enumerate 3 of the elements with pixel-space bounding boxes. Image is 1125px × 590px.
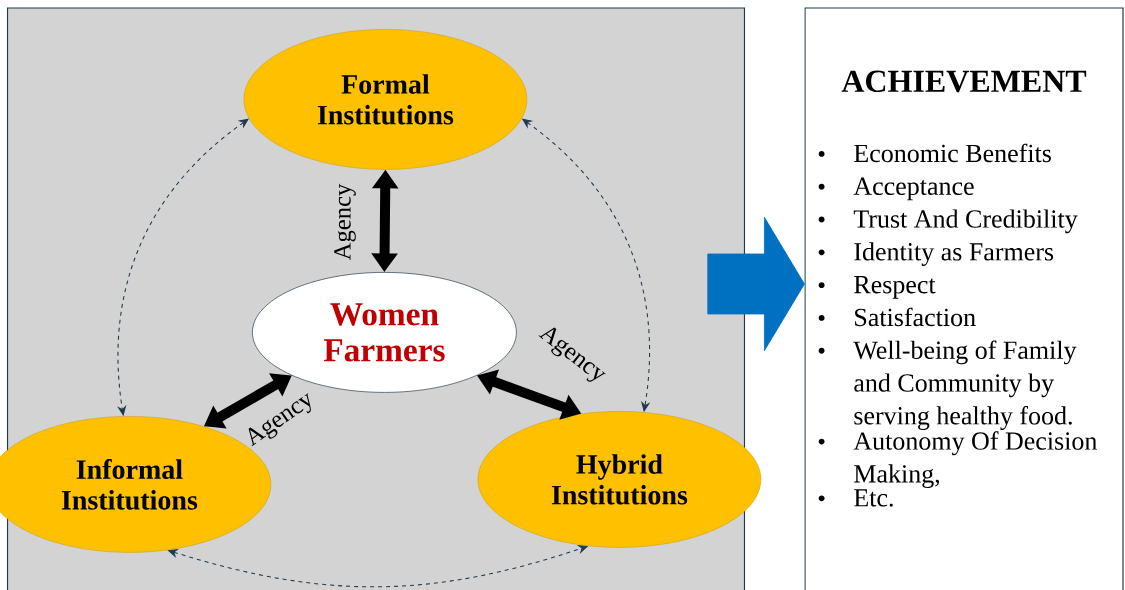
edge-label: Agency (332, 182, 358, 262)
block-arrow (707, 216, 805, 352)
achievement-box: ACHIEVEMENT Economic Benefits Acceptance Trust And Credibility Identity as Farmers Respect Satisfaction Well-being of Family and Community by serving healthy food. Autonomy Of Decision Making, Etc. (804, 7, 1124, 590)
